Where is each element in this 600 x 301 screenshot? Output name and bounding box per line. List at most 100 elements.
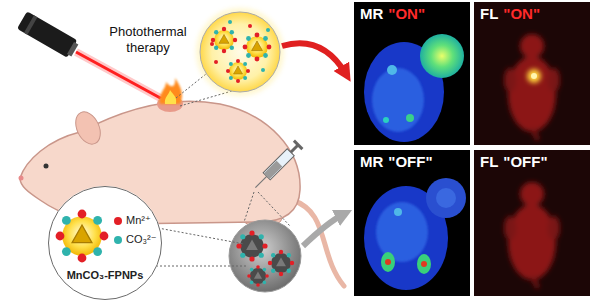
mr-image-off-part [436, 188, 456, 208]
fl-image-off-part [504, 182, 560, 288]
modality-label: FL [480, 5, 498, 22]
tumor-flame-part [160, 78, 182, 104]
fl-image-on-part-part [504, 68, 516, 92]
mr-image-on-part [372, 68, 424, 132]
tumor-zoom-part [214, 60, 218, 64]
syringe [251, 140, 303, 192]
fl-image-on-part-part [548, 68, 560, 92]
mr-image-off-part [421, 261, 427, 267]
fl-image-on-part-part [508, 56, 556, 132]
particle-name: MnCO₃-FPNPs [67, 269, 144, 281]
tumor-zoom-part [210, 42, 214, 46]
signal-state: "OFF" [388, 153, 432, 170]
modality-label: MR [360, 153, 383, 170]
mr-image-off-part [354, 150, 470, 296]
mr-image-on-part [387, 65, 397, 75]
signal-state: "OFF" [503, 153, 547, 170]
injection-zoom-part [268, 250, 294, 276]
fl-image-off-part-part [548, 216, 560, 240]
mr-image-off-part [426, 178, 466, 218]
fl-image-off-part-part [532, 276, 538, 288]
fl-image-off-part [474, 150, 590, 296]
mr-image-off [354, 150, 470, 296]
nanoparticle-detail-part [158, 228, 244, 244]
fl-image-on-part-part [532, 128, 538, 140]
syringe-part [255, 176, 266, 187]
fl-image-off-part-part [508, 204, 556, 280]
fl-image-off-part-part [504, 216, 516, 240]
tumor-flame-part [165, 90, 176, 104]
mr-image-on-part [406, 114, 414, 122]
injection-zoom-part [229, 220, 301, 292]
fl-image-on-part [531, 73, 537, 79]
tumor-zoom-part [248, 24, 252, 28]
tumor-zoom-part [266, 28, 270, 32]
laser-beam-part [76, 52, 164, 100]
signal-off-arrow-part [303, 214, 344, 246]
tumor-zoom-part [261, 68, 265, 72]
signal-off-arrow [303, 214, 344, 246]
mr-image-on-part [383, 117, 389, 123]
laser-device [17, 11, 80, 59]
laser-beam [76, 52, 164, 100]
nanoparticle-detail-part [48, 186, 162, 300]
tumor-zoom-part [211, 27, 237, 53]
tumor-zoom-part [243, 33, 272, 62]
fl-image-on [474, 2, 590, 145]
mr-image-off-part [381, 252, 395, 272]
injection-zoom-part [244, 192, 254, 222]
injection-zoom-part [247, 265, 269, 287]
signal-on-arrow-part [282, 43, 346, 74]
fl-image-on-part [527, 69, 541, 83]
laser-device-part [24, 15, 37, 34]
tumor-zoom-part [196, 8, 284, 96]
laser-device-part [67, 42, 78, 57]
signal-on-arrow [282, 43, 346, 74]
imaging-panel: MR "ON" [354, 2, 470, 145]
fl-image-off-part-part [520, 182, 544, 206]
mouse-illustration-part [19, 176, 24, 181]
injection-zoom-part [236, 230, 267, 261]
mouse-illustration-part [292, 200, 344, 286]
laser-device-part [17, 11, 77, 57]
nanoparticle-detail-part [156, 266, 246, 267]
legend-text: CO₃²⁻ [126, 233, 156, 246]
laser-beam-part [76, 52, 164, 100]
mr-image-off-part [376, 202, 428, 262]
nanoparticle-detail [48, 186, 246, 300]
tumor-zoom-part [176, 74, 206, 98]
injection-zoom [229, 192, 301, 292]
tumor-zoom-part [228, 20, 232, 24]
mr-image-on-part [420, 34, 464, 78]
legend-swatch [114, 217, 122, 225]
fl-image-on-part-part [520, 34, 544, 58]
imaging-panel: FL "ON" [474, 2, 590, 145]
mr-image-off-part [385, 259, 391, 265]
legend-item: CO₃²⁻ [114, 233, 156, 246]
legend-text: Mn²⁺ [126, 214, 151, 227]
legend-swatch [114, 236, 122, 244]
fl-image-off [474, 150, 590, 296]
mr-image-off-part [417, 254, 431, 274]
legend-item: Mn²⁺ [114, 214, 151, 227]
tumor-zoom [176, 8, 284, 106]
mr-image-on-part [354, 2, 470, 145]
tumor-zoom-part [180, 91, 232, 106]
fl-image-on-part [504, 34, 560, 140]
signal-state: "ON" [388, 5, 425, 22]
mouse-illustration-part [71, 108, 105, 148]
tumor-zoom-part [226, 59, 250, 83]
therapy-label: Photothermal therapy [96, 24, 200, 56]
modality-label: MR [360, 5, 383, 22]
modality-label: FL [480, 153, 498, 170]
syringe-part [263, 149, 294, 180]
nanoparticle-detail-part [56, 210, 109, 263]
mr-image-on [354, 2, 470, 145]
fl-image-on-part [474, 2, 590, 145]
signal-state: "ON" [503, 5, 540, 22]
mouse-illustration-part [44, 164, 49, 169]
mr-image-off-part [394, 208, 402, 216]
imaging-panel: FL "OFF" [474, 150, 590, 296]
